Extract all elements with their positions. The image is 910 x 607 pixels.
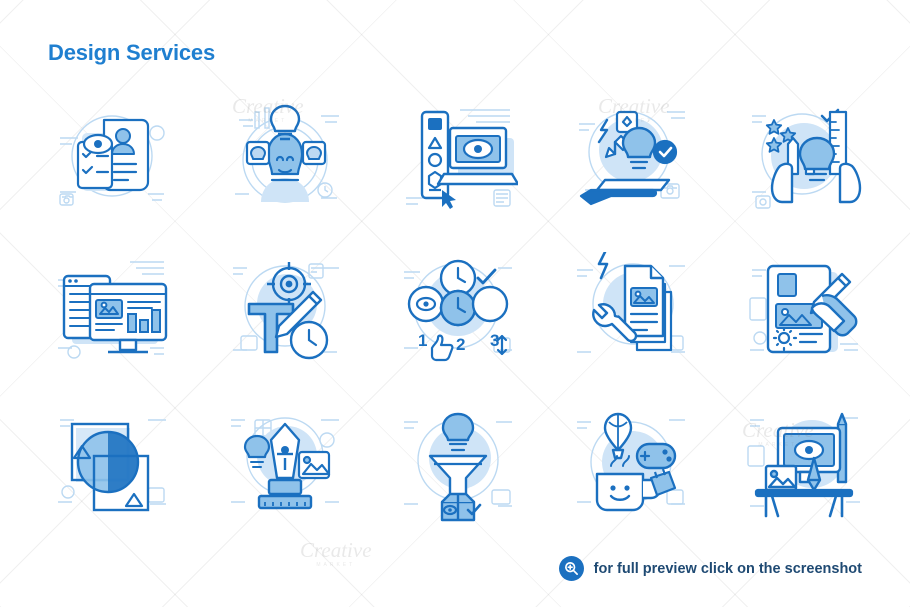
- user-testing-icon: 1 2 3: [404, 259, 512, 362]
- page-title: Design Services: [48, 40, 215, 65]
- icon-idea-delivery[interactable]: [549, 82, 713, 234]
- icon-typography[interactable]: [203, 236, 367, 388]
- icon-content-fix[interactable]: [549, 236, 713, 388]
- svg-text:2: 2: [456, 335, 465, 354]
- icon-design-funnel[interactable]: [376, 390, 540, 542]
- creative-thinking-icon: [235, 104, 339, 203]
- icon-workstation[interactable]: [722, 390, 886, 542]
- watermark-subword: MARKET: [316, 562, 356, 568]
- sketching-icon: [749, 264, 858, 354]
- inspiration-break-icon: [577, 412, 685, 512]
- workstation-icon: [747, 412, 860, 518]
- content-fix-icon: [577, 252, 685, 353]
- ui-design-tools-icon: [406, 109, 518, 209]
- magnifier-plus-icon: [558, 556, 584, 581]
- icon-creative-thinking[interactable]: [203, 82, 367, 234]
- icon-inspiration-break[interactable]: [549, 390, 713, 542]
- web-dashboard-icon: [58, 261, 168, 359]
- svg-text:3: 3: [490, 331, 499, 350]
- icon-user-testing[interactable]: 1 2 3: [376, 236, 540, 388]
- icon-sketching[interactable]: [722, 236, 886, 388]
- icon-document-review[interactable]: [30, 82, 194, 234]
- color-blend-icon: [58, 419, 166, 512]
- icon-grid: 1 2 3: [30, 82, 886, 542]
- vector-illustration-icon: [231, 417, 339, 510]
- icon-vector-illustration[interactable]: [203, 390, 367, 542]
- icon-ui-design-tools[interactable]: [376, 82, 540, 234]
- watermark-word: Creative: [300, 538, 372, 562]
- typography-icon: [233, 262, 339, 360]
- icon-color-blend[interactable]: [30, 390, 194, 542]
- design-funnel-icon: [404, 412, 512, 522]
- icon-web-dashboard[interactable]: [30, 236, 194, 388]
- svg-text:1: 1: [418, 331, 427, 350]
- footer-text: for full preview click on the screenshot: [593, 560, 862, 577]
- idea-delivery-icon: [579, 110, 685, 206]
- footer-preview-hint[interactable]: for full preview click on the screenshot: [558, 556, 862, 581]
- icon-design-rating[interactable]: [722, 82, 886, 234]
- document-review-icon: [59, 115, 165, 206]
- design-rating-icon: [752, 108, 862, 209]
- watermark-creative-market: Creative MARKET: [300, 540, 372, 568]
